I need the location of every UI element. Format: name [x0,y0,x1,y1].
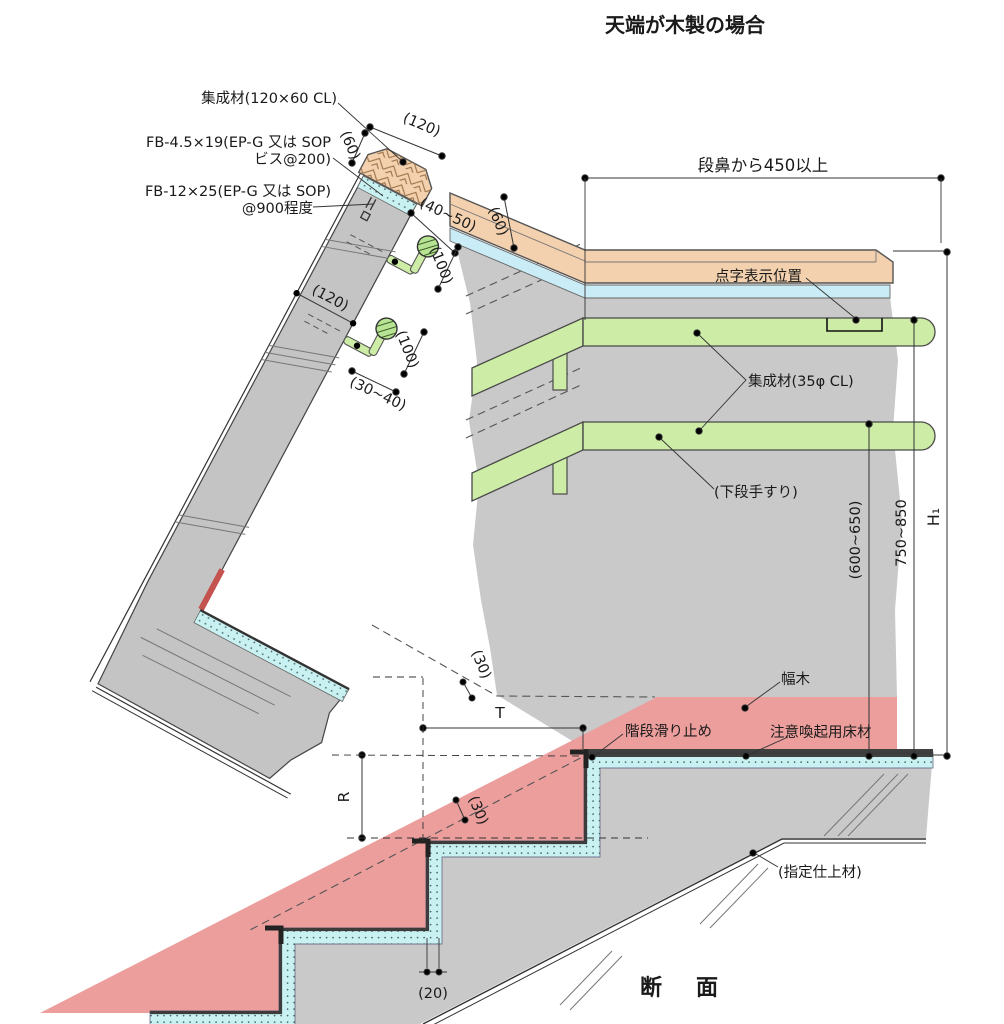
label-stair-nonslip: 階段滑り止め [625,723,712,740]
braille-marker [826,318,883,332]
stair-handrail-sections [343,235,440,357]
dim-rail-low-height: (600~650) [848,501,864,580]
dim-bracket-lower: (100) [392,328,421,370]
wood-top-rail [449,191,894,284]
dim-30-upper: (30) [468,648,494,682]
handrail-section-lower [375,317,398,340]
stair-nosings [265,749,589,944]
label-lower-handrail: (下段手すり) [714,484,798,501]
dimension-lines [331,123,951,976]
label-fb2-line2: @900程度 [242,200,313,217]
label-warning-floor: 注意喚起用床材 [770,723,872,741]
dim-h1: H₁ [924,508,943,526]
label-baseboard: 幅木 [781,671,810,688]
stairs-and-slab [40,697,947,1024]
handrail-wall-section: (120) [89,148,440,799]
handrails [471,316,936,503]
dim-bracket-upper: (100) [426,244,455,286]
dim-nosing-450: 段鼻から450以上 [698,156,829,175]
drawing-title: 天端が木製の場合 [605,13,766,37]
label-braille-position: 点字表示位置 [715,268,802,285]
embedded-fb-mark [359,196,377,222]
label-fb1-line2: ビス@200) [254,151,331,168]
label-laminated-rail: 集成材(35φ CL) [748,373,854,390]
label-fb2-line1: FB-12×25(EP-G 又は SOP) [145,183,331,200]
dim-cap-width: (120) [400,110,442,140]
slab-break-lines [559,773,909,1011]
dim-riser: R [335,791,353,802]
section-caption: 断 面 [640,975,724,1001]
leader-lines [312,102,860,868]
wall-break-lines [140,238,396,715]
baseboard-hidden-line [371,624,656,698]
dim-cap-height: (60) [337,129,363,163]
handrail-section-upper [416,235,440,258]
lower-handrail [582,421,936,451]
dim-offset-lower: (30~40) [347,374,408,414]
upper-handrail [582,317,936,347]
concrete-slab [150,752,933,1024]
dim-tread: T [494,704,505,722]
parapet-top-rail [449,191,894,299]
label-specified-finish: (指定仕上材) [778,864,862,881]
dim-20: (20) [418,986,448,1002]
baseboard-edge-red [198,568,225,611]
anchor-dashes [304,234,385,336]
baseboard-band [40,697,897,1013]
label-fb1-line1: FB-4.5×19(EP-G 又は SOP [146,134,331,151]
label-laminated-cap: 集成材(120×60 CL) [201,90,337,107]
concrete-wall [97,175,418,780]
dim-rail-up-height: 750~850 [894,499,910,567]
